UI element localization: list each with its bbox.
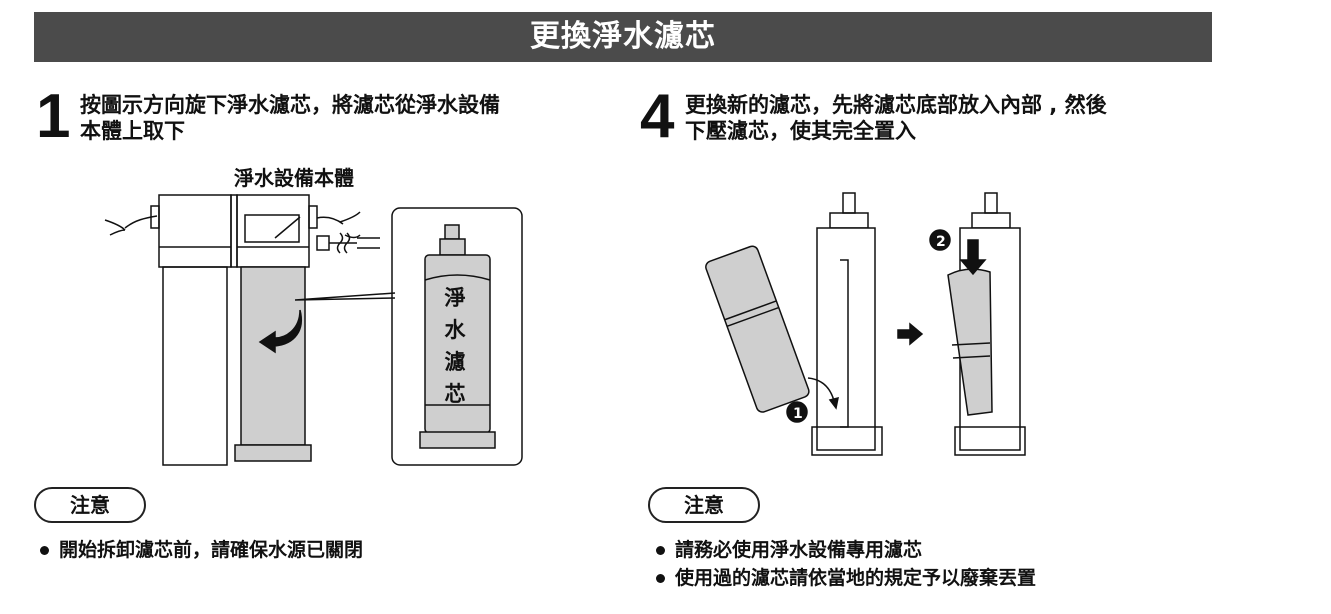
cartridge-char: 淨 (444, 286, 466, 310)
step-line: 本體上取下 (80, 119, 185, 143)
list-item: 使用過的濾芯請依當地的規定予以廢棄丟置 (656, 564, 1036, 592)
step-number: 1 (36, 82, 71, 151)
caution-list: 開始拆卸濾芯前，請確保水源已關閉 (40, 536, 363, 564)
filter-removal-illustration (104, 194, 523, 466)
filter-install-illustration: 1 2 (705, 192, 1026, 456)
step-number: 4 (640, 82, 675, 151)
cartridge-char: 水 (444, 318, 466, 342)
list-item: 請務必使用淨水設備專用濾芯 (656, 536, 1036, 564)
cartridge-char: 芯 (444, 382, 466, 406)
cartridge-label: 淨 水 濾 芯 (440, 282, 470, 410)
step-1-text: 按圖示方向旋下淨水濾芯，將濾芯從淨水設備 本體上取下 (80, 92, 620, 144)
svg-text:1: 1 (793, 406, 803, 422)
housing-left (811, 192, 883, 456)
list-item: 開始拆卸濾芯前，請確保水源已關閉 (40, 536, 363, 564)
page-title: 更換淨水濾芯 (34, 12, 1212, 62)
step-line: 按圖示方向旋下淨水濾芯，將濾芯從淨水設備 (80, 93, 500, 117)
caution-badge: 注意 (34, 487, 146, 523)
caution-list: 請務必使用淨水設備專用濾芯 使用過的濾芯請依當地的規定予以廢棄丟置 (656, 536, 1036, 592)
cartridge-char: 濾 (444, 350, 466, 374)
step-line: 更換新的濾芯，先將濾芯底部放入內部 , 然後 (685, 93, 1107, 117)
caution-badge: 注意 (648, 487, 760, 523)
diagram-label: 淨水設備本體 (234, 166, 354, 190)
step-line: 下壓濾芯，使其完全置入 (685, 119, 916, 143)
step-4-text: 更換新的濾芯，先將濾芯底部放入內部 , 然後 下壓濾芯，使其完全置入 (685, 92, 1225, 144)
svg-text:2: 2 (936, 234, 946, 250)
